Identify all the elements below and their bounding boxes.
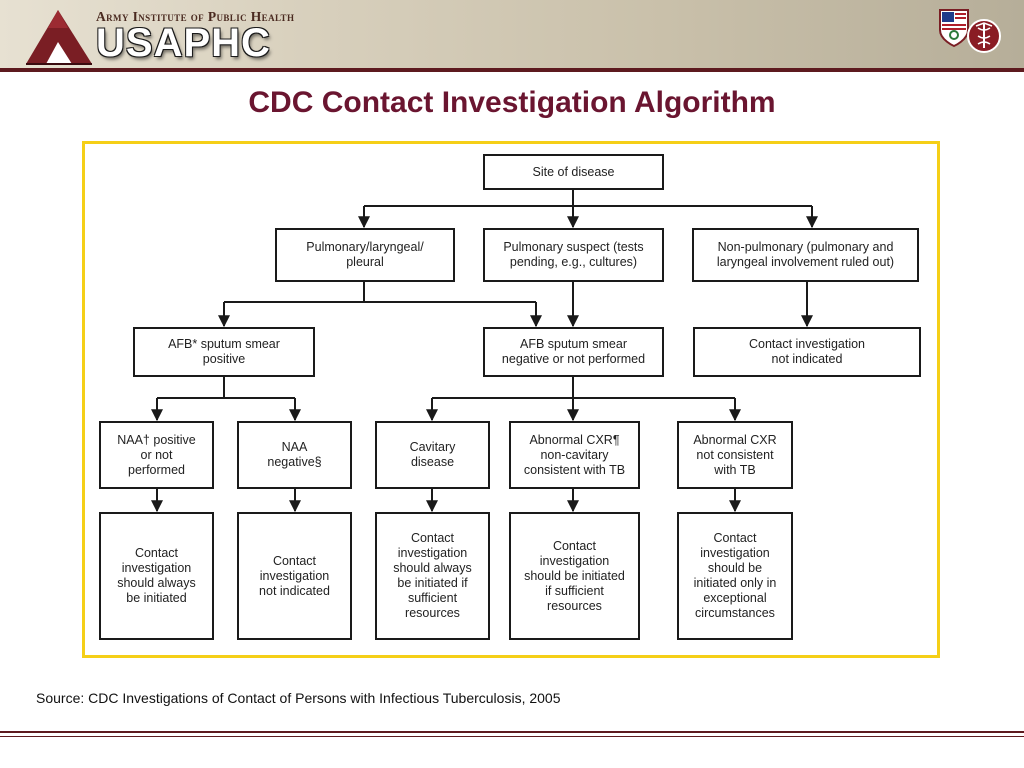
node-outcome-cxr-consistent: Contact investigation should be initiate… bbox=[509, 512, 640, 640]
node-label: Contact investigation should be initiate… bbox=[524, 538, 625, 613]
node-label: Contact investigation should always be i… bbox=[117, 546, 196, 605]
node-pulmonary-suspect: Pulmonary suspect (tests pending, e.g., … bbox=[483, 228, 664, 282]
node-afb-smear-negative: AFB sputum smear negative or not perform… bbox=[483, 327, 664, 377]
node-pulmonary-laryngeal-pleural: Pulmonary/laryngeal/ pleural bbox=[275, 228, 455, 282]
slide-title: CDC Contact Investigation Algorithm bbox=[248, 86, 776, 119]
node-non-pulmonary: Non-pulmonary (pulmonary and laryngeal i… bbox=[692, 228, 919, 282]
node-cxr-not-consistent: Abnormal CXR not consistent with TB bbox=[677, 421, 793, 489]
node-label: AFB sputum smear negative or not perform… bbox=[501, 337, 646, 366]
node-label: Contact investigation not indicated bbox=[748, 337, 866, 366]
node-label: Cavitary disease bbox=[409, 440, 456, 469]
node-label: Abnormal CXR¶ non-cavitary consistent wi… bbox=[523, 432, 626, 477]
node-label: Non-pulmonary (pulmonary and laryngeal i… bbox=[716, 240, 895, 269]
pyramid-logo-icon bbox=[26, 10, 92, 65]
node-label: Contact investigation should always be i… bbox=[393, 531, 472, 620]
footer-divider-thin bbox=[0, 736, 1024, 737]
org-name: Army Institute of Public Health bbox=[96, 9, 295, 24]
node-afb-smear-positive: AFB* sputum smear positive bbox=[133, 327, 315, 377]
node-non-pulmonary-outcome: Contact investigation not indicated bbox=[693, 327, 921, 377]
node-label: Contact investigation should be initiate… bbox=[693, 531, 777, 620]
node-label: Pulmonary/laryngeal/ pleural bbox=[306, 240, 424, 269]
node-label: Site of disease bbox=[532, 164, 615, 179]
node-label: Contact investigation not indicated bbox=[259, 553, 330, 598]
node-naa-positive: NAA† positive or not performed bbox=[99, 421, 214, 489]
node-label: Pulmonary suspect (tests pending, e.g., … bbox=[503, 240, 644, 269]
org-abbreviation: USAPHC bbox=[96, 21, 271, 65]
node-outcome-naa-negative: Contact investigation not indicated bbox=[237, 512, 352, 640]
node-label: NAA negative§ bbox=[267, 440, 322, 469]
node-naa-negative: NAA negative§ bbox=[237, 421, 352, 489]
node-cavitary-disease: Cavitary disease bbox=[375, 421, 490, 489]
node-label: Abnormal CXR not consistent with TB bbox=[693, 432, 777, 477]
source-citation: Source: CDC Investigations of Contact of… bbox=[36, 690, 561, 706]
node-cxr-consistent: Abnormal CXR¶ non-cavitary consistent wi… bbox=[509, 421, 640, 489]
node-label: AFB* sputum smear positive bbox=[168, 337, 280, 366]
node-outcome-cavitary: Contact investigation should always be i… bbox=[375, 512, 490, 640]
caduceus-seal-icon bbox=[967, 19, 1001, 53]
header-banner: Army Institute of Public Health USAPHC bbox=[0, 0, 1024, 68]
node-site-of-disease: Site of disease bbox=[483, 154, 664, 190]
footer-divider bbox=[0, 731, 1024, 733]
node-outcome-cxr-not-consistent: Contact investigation should be initiate… bbox=[677, 512, 793, 640]
node-label: NAA† positive or not performed bbox=[117, 432, 196, 477]
header-divider bbox=[0, 68, 1024, 72]
node-outcome-naa-positive: Contact investigation should always be i… bbox=[99, 512, 214, 640]
